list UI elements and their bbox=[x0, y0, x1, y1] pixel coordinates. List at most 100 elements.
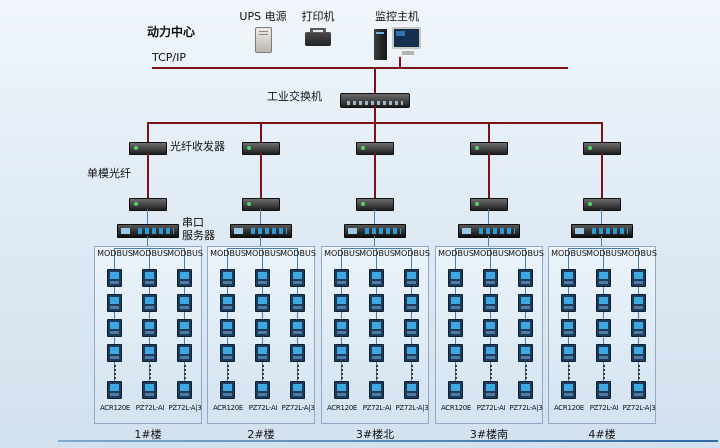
building-column: MODBUS ACR120E MODBUS PZ72L-AI bbox=[547, 122, 657, 444]
ellipsis-dots bbox=[297, 365, 299, 379]
single-mode-fiber-line bbox=[147, 153, 149, 198]
link-line bbox=[601, 236, 602, 246]
meter-icon bbox=[107, 294, 122, 312]
ellipsis-dots bbox=[490, 365, 492, 379]
modbus-chain: MODBUS PZ72L-AI bbox=[245, 247, 281, 423]
link-line bbox=[488, 236, 489, 246]
fiber-transceiver-icon bbox=[129, 198, 167, 211]
meter-group-box: MODBUS ACR120E MODBUS PZ72L-AI bbox=[435, 246, 544, 424]
meter-icon bbox=[369, 344, 384, 362]
meter-icon bbox=[404, 319, 419, 337]
meter-icon bbox=[334, 344, 349, 362]
meter-icon bbox=[404, 269, 419, 287]
monitoring-host-icon bbox=[373, 26, 421, 62]
meter-icon bbox=[404, 344, 419, 362]
meter-icon bbox=[177, 381, 192, 399]
link-line bbox=[260, 209, 261, 224]
modbus-label: MODBUS bbox=[359, 249, 395, 258]
meter-icon bbox=[596, 319, 611, 337]
meter-icon bbox=[369, 381, 384, 399]
serial-server-icon bbox=[117, 224, 179, 238]
serial-server-icon bbox=[344, 224, 406, 238]
ellipsis-dots bbox=[341, 365, 343, 379]
meter-model-label: PZ72L-AI bbox=[362, 404, 392, 412]
meter-icon bbox=[177, 269, 192, 287]
meter-icon bbox=[448, 269, 463, 287]
building-column: MODBUS ACR120E MODBUS PZ72L-AI bbox=[206, 122, 316, 444]
single-mode-fiber-line bbox=[374, 153, 376, 198]
modbus-label: MODBUS bbox=[586, 249, 622, 258]
meter-icon bbox=[142, 294, 157, 312]
meter-icon bbox=[107, 319, 122, 337]
meter-icon bbox=[483, 319, 498, 337]
printer-group: 打印机 bbox=[296, 8, 340, 50]
link-line bbox=[374, 236, 375, 246]
building-column: MODBUS ACR120E MODBUS PZ72L-AI bbox=[320, 122, 430, 444]
modbus-chain: MODBUS PZ72L-AI bbox=[359, 247, 395, 423]
meter-icon bbox=[290, 344, 305, 362]
meter-icon bbox=[518, 269, 533, 287]
meter-icon bbox=[255, 344, 270, 362]
building-column: MODBUS ACR120E MODBUS PZ72L-AI bbox=[93, 122, 203, 444]
meter-icon bbox=[518, 294, 533, 312]
modbus-label: MODBUS bbox=[508, 249, 544, 258]
monitor-icon bbox=[392, 27, 421, 55]
meter-group-box: MODBUS ACR120E MODBUS PZ72L-AI bbox=[321, 246, 430, 424]
serial-server-icon bbox=[230, 224, 292, 238]
meter-icon bbox=[334, 269, 349, 287]
meter-icon bbox=[596, 344, 611, 362]
meter-group-box: MODBUS ACR120E MODBUS PZ72L-AI bbox=[94, 246, 203, 424]
meter-model-label: ACR120E bbox=[440, 404, 472, 412]
meter-icon bbox=[369, 319, 384, 337]
building-label: 2#楼 bbox=[247, 428, 275, 441]
meter-icon bbox=[334, 294, 349, 312]
meter-model-label: PZ72L-A|3 bbox=[168, 404, 202, 412]
building-label: 3#楼北 bbox=[355, 428, 395, 441]
meter-icon bbox=[404, 381, 419, 399]
pc-tower-icon bbox=[374, 29, 387, 60]
meter-icon bbox=[177, 319, 192, 337]
ellipsis-dots bbox=[603, 365, 605, 379]
meter-model-label: PZ72L-AI bbox=[589, 404, 619, 412]
modbus-label: MODBUS bbox=[167, 249, 203, 258]
ellipsis-dots bbox=[149, 365, 151, 379]
host-link-line bbox=[399, 57, 401, 67]
printer-label: 打印机 bbox=[301, 10, 335, 23]
meter-icon bbox=[561, 319, 576, 337]
meter-icon bbox=[448, 344, 463, 362]
bus-header-line bbox=[342, 248, 412, 249]
meter-model-label: PZ72L-AI bbox=[248, 404, 278, 412]
meter-icon bbox=[142, 381, 157, 399]
link-line bbox=[147, 209, 148, 224]
meter-icon bbox=[448, 381, 463, 399]
modbus-chain: MODBUS ACR120E bbox=[210, 247, 246, 423]
meter-icon bbox=[631, 294, 646, 312]
modbus-chain: MODBUS PZ72L-A|3 bbox=[508, 247, 544, 423]
fiber-transceiver-icon bbox=[470, 198, 508, 211]
meter-icon bbox=[369, 269, 384, 287]
meter-icon bbox=[483, 269, 498, 287]
site-label: 动力中心 bbox=[147, 25, 196, 39]
meter-icon bbox=[596, 294, 611, 312]
bottom-rule bbox=[58, 440, 718, 442]
meter-group-box: MODBUS ACR120E MODBUS PZ72L-AI bbox=[548, 246, 657, 424]
meter-icon bbox=[177, 344, 192, 362]
ellipsis-dots bbox=[525, 365, 527, 379]
meter-icon bbox=[177, 294, 192, 312]
meter-icon bbox=[596, 269, 611, 287]
ellipsis-dots bbox=[638, 365, 640, 379]
meter-model-label: PZ72L-A|3 bbox=[622, 404, 656, 412]
meter-icon bbox=[596, 381, 611, 399]
building-label: 3#楼南 bbox=[469, 428, 509, 441]
serial-server-label: 串口 服务器 bbox=[182, 216, 215, 242]
link-line bbox=[488, 209, 489, 224]
switch-uplink-line bbox=[374, 69, 376, 94]
link-line bbox=[260, 236, 261, 246]
fiber-transceiver-icon bbox=[356, 198, 394, 211]
modbus-chain: MODBUS ACR120E bbox=[551, 247, 587, 423]
drop-line bbox=[147, 122, 149, 142]
modbus-chain: MODBUS PZ72L-A|3 bbox=[394, 247, 430, 423]
meter-model-label: ACR120E bbox=[553, 404, 585, 412]
meter-icon bbox=[561, 344, 576, 362]
meter-icon bbox=[518, 381, 533, 399]
